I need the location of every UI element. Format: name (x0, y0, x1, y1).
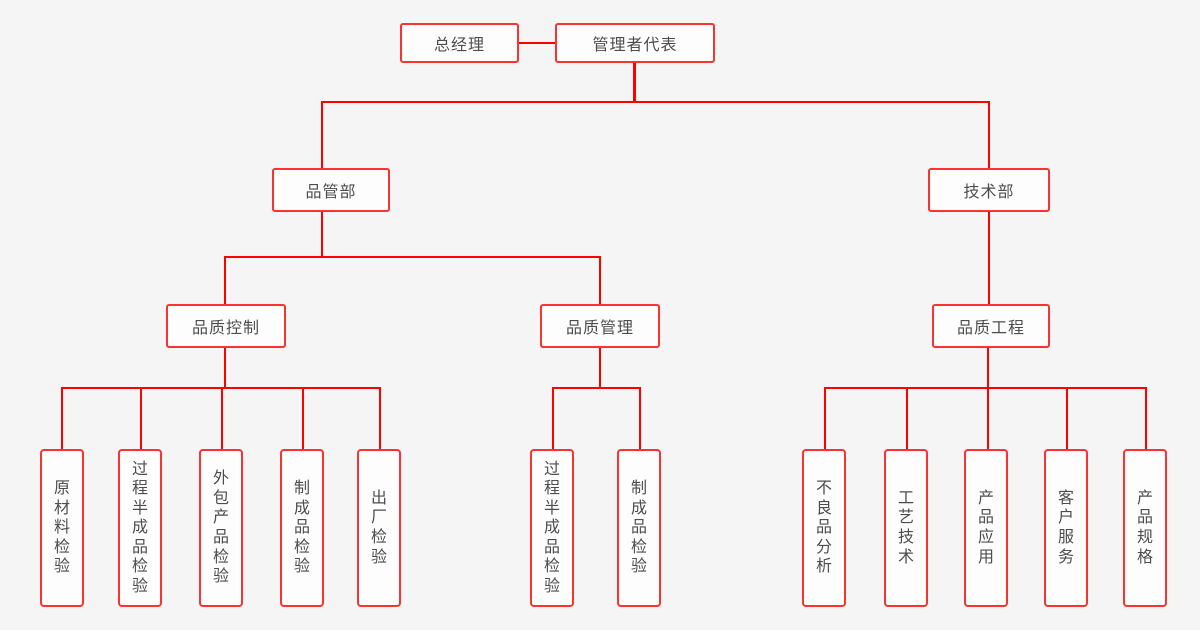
node-label: 不良品分析 (815, 480, 832, 576)
connector-line (988, 212, 990, 304)
connector-line (1145, 387, 1147, 450)
node-quality-engineering: 品质工程 (932, 304, 1050, 348)
connector-line (379, 387, 381, 450)
connector-line (824, 387, 826, 450)
node-label: 制成品检验 (630, 480, 647, 576)
node-label: 技术部 (963, 184, 1015, 201)
connector-line (599, 256, 601, 304)
node-label: 品质控制 (191, 320, 260, 337)
node-label: 过程半成品检验 (131, 460, 148, 595)
node-tech-dept: 技术部 (928, 168, 1050, 212)
node-management-representative: 管理者代表 (555, 23, 715, 63)
node-label: 产品应用 (977, 489, 994, 566)
node-label: 管理者代表 (592, 37, 678, 54)
node-outsourced-product-inspection: 外包产品检验 (199, 449, 243, 607)
connector-line (988, 101, 990, 168)
node-label: 品质工程 (956, 320, 1025, 337)
node-label: 总经理 (433, 37, 485, 54)
node-label: 外包产品检验 (212, 470, 229, 586)
connector-line (552, 387, 554, 450)
node-label: 工艺技术 (897, 489, 914, 566)
node-defective-product-analysis: 不良品分析 (802, 449, 846, 607)
connector-line (639, 387, 641, 450)
connector-line (599, 348, 601, 388)
connector-line (321, 101, 989, 103)
node-finished-product-inspection: 制成品检验 (280, 449, 324, 607)
connector-line (1066, 387, 1068, 450)
node-label: 制成品检验 (293, 480, 310, 576)
node-customer-service: 客户服务 (1044, 449, 1088, 607)
node-label: 客户服务 (1057, 489, 1074, 566)
node-label: 原材料检验 (53, 480, 70, 576)
node-product-application: 产品应用 (964, 449, 1008, 607)
node-process-semi-finished-inspection-qm: 过程半成品检验 (530, 449, 574, 607)
connector-line (302, 387, 304, 450)
connector-line (321, 101, 323, 168)
node-quality-management: 品质管理 (540, 304, 660, 348)
connector-line (552, 387, 641, 389)
connector-line (140, 387, 142, 450)
node-quality-dept: 品管部 (272, 168, 390, 212)
connector-line (824, 387, 1147, 389)
connector-line (224, 256, 601, 258)
connector-line (987, 387, 989, 450)
node-label: 出厂检验 (370, 489, 387, 566)
node-general-manager: 总经理 (400, 23, 519, 63)
connector-line (221, 387, 223, 450)
node-product-specification: 产品规格 (1123, 449, 1167, 607)
connector-line (61, 387, 63, 450)
node-process-semi-finished-inspection: 过程半成品检验 (118, 449, 162, 607)
connector-line (321, 212, 323, 257)
connector-line (224, 348, 226, 388)
node-process-technology: 工艺技术 (884, 449, 928, 607)
node-outgoing-inspection: 出厂检验 (357, 449, 401, 607)
node-label: 品质管理 (565, 320, 634, 337)
connector-line (224, 256, 226, 304)
node-label: 过程半成品检验 (543, 460, 560, 595)
connector-line (987, 348, 989, 388)
node-raw-material-inspection: 原材料检验 (40, 449, 84, 607)
node-label: 产品规格 (1136, 489, 1153, 566)
connector-line (633, 63, 636, 102)
node-finished-product-inspection-qm: 制成品检验 (617, 449, 661, 607)
connector-line (906, 387, 908, 450)
connector-line (519, 42, 555, 44)
node-quality-control: 品质控制 (166, 304, 286, 348)
node-label: 品管部 (305, 184, 357, 201)
